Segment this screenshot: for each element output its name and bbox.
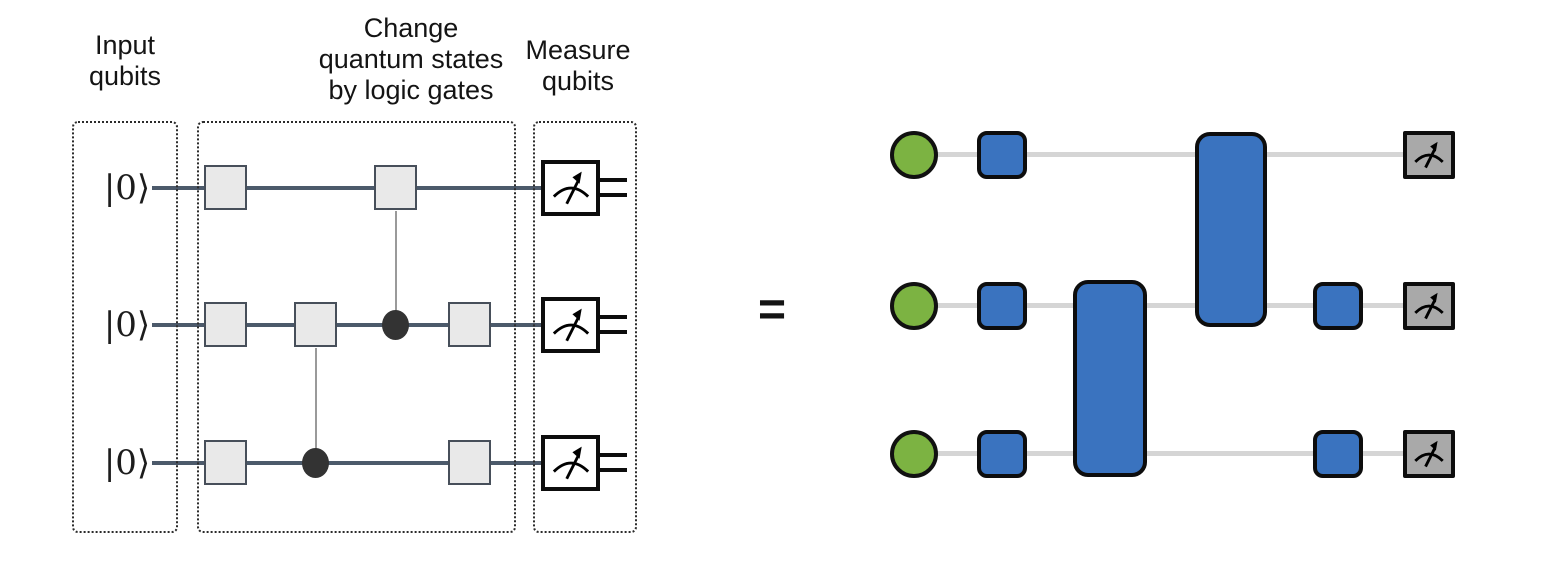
classical-wire [598,193,627,197]
logic-gate [204,165,247,210]
single-qubit-gate [977,131,1027,179]
classical-wire [598,315,627,319]
control-dot [302,448,329,478]
ket-zero-label: |0⟩ [103,443,151,483]
control-dot [382,310,409,340]
input-region-box [72,121,178,533]
measurement-box-styled [1403,282,1455,330]
measurement-box [541,160,600,216]
single-qubit-gate [1313,282,1363,330]
meter-icon [552,446,589,480]
measure-region-box [533,121,637,533]
qubit-wire [152,323,560,327]
qubit-wire [152,461,560,465]
logic-gate [374,165,417,210]
control-connector [315,348,317,463]
classical-wire [598,178,627,182]
measurement-box [541,297,600,353]
logic-gate [204,440,247,485]
logic-gate [294,302,337,347]
equals-sign: = [757,283,787,337]
meter-icon [1414,292,1444,320]
meter-icon [1414,141,1444,169]
logic-gate [448,440,491,485]
single-qubit-gate [977,282,1027,330]
meter-icon [1414,440,1444,468]
meter-icon [552,171,589,205]
classical-wire [598,468,627,472]
input-qubit-node [890,131,938,179]
measure-qubits-label: Measure qubits [525,35,631,96]
two-qubit-gate [1195,132,1267,327]
ket-zero-label: |0⟩ [103,305,151,345]
logic-gate [204,302,247,347]
classical-wire [598,453,627,457]
logic-gate [448,302,491,347]
logic-gates-label: Change quantum states by logic gates [318,13,504,105]
single-qubit-gate [1313,430,1363,478]
input-qubit-node [890,282,938,330]
qubit-wire [914,451,1429,456]
measurement-box-styled [1403,430,1455,478]
qubit-wire [914,303,1429,308]
measurement-box [541,435,600,491]
classical-wire [598,330,627,334]
qubit-wire [914,152,1429,157]
input-qubit-node [890,430,938,478]
gates-region-box [197,121,516,533]
measurement-box-styled [1403,131,1455,179]
two-qubit-gate [1073,280,1147,477]
single-qubit-gate [977,430,1027,478]
input-qubits-label: Input qubits [88,30,162,91]
ket-zero-label: |0⟩ [103,168,151,208]
qubit-wire [152,186,560,190]
control-connector [395,211,397,325]
meter-icon [552,308,589,342]
